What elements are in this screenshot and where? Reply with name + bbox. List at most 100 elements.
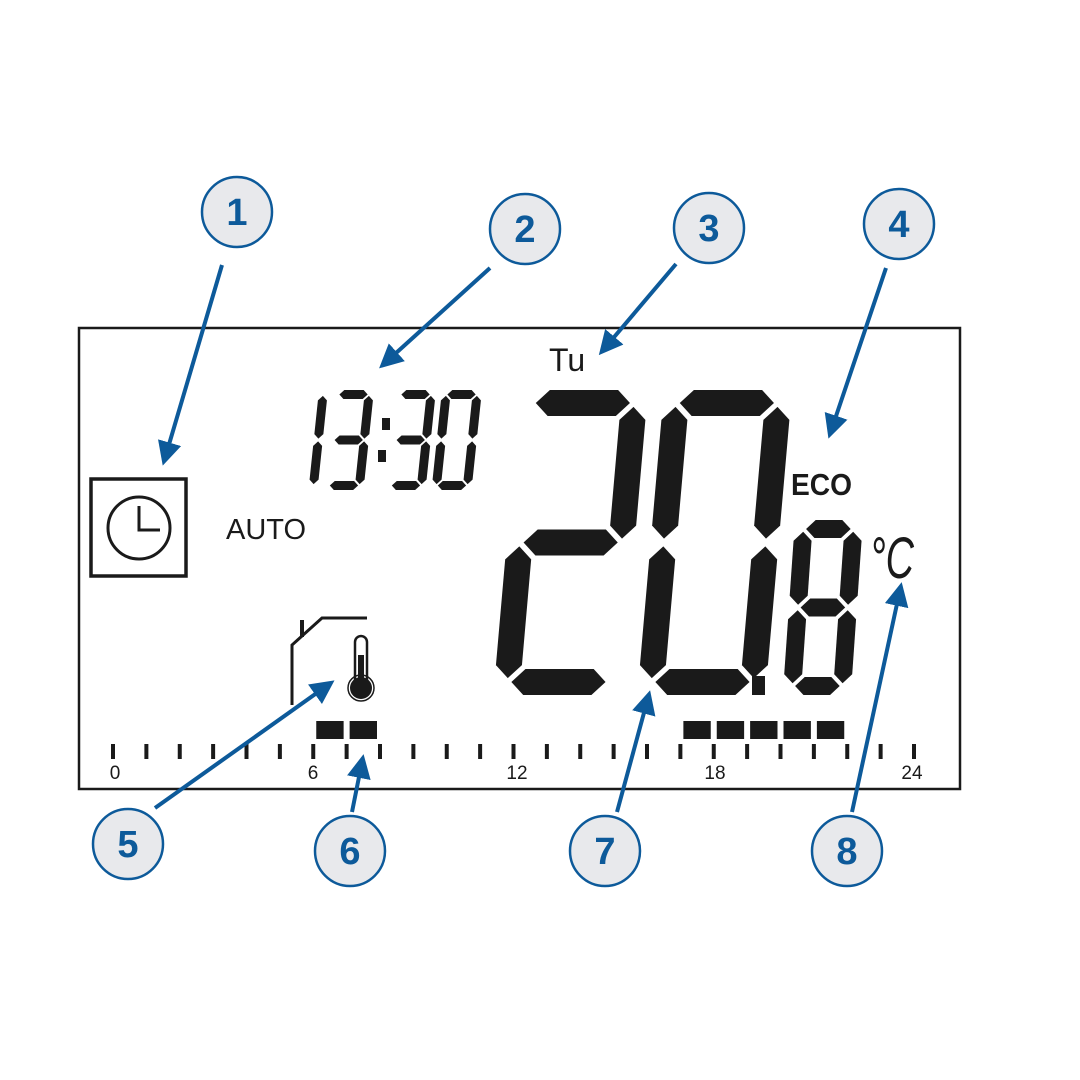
hour-tick: [378, 744, 382, 759]
callout-circle: [862, 187, 936, 261]
program-block: [683, 721, 711, 739]
segment-g: [523, 529, 618, 556]
arrow-7: [615, 690, 656, 813]
colon-dot: [382, 418, 390, 430]
callout-5: 5: [91, 807, 165, 881]
callout-number: 8: [836, 831, 857, 873]
segment-e: [639, 546, 676, 679]
callout-4: 4: [862, 187, 936, 261]
arrow-8: [850, 582, 909, 813]
hour-tick: [845, 744, 850, 759]
program-block: [816, 721, 845, 739]
segment-b: [314, 395, 327, 439]
hour-tick: [144, 744, 149, 759]
digit-1: [309, 395, 327, 485]
segment-c: [741, 546, 778, 679]
callout-number: 7: [594, 831, 615, 873]
clock-icon: [89, 477, 188, 578]
hour-tick: [778, 744, 783, 759]
callout-number: 5: [117, 824, 138, 866]
house-thermometer-icon: [290, 616, 375, 705]
callout-6: 6: [313, 814, 387, 888]
digit-2: [495, 390, 646, 695]
segment-b: [839, 531, 862, 605]
segment-f: [652, 406, 688, 539]
segment-f: [789, 531, 812, 605]
eco-label: ECO: [791, 467, 852, 502]
hour-label-0: 0: [110, 763, 121, 784]
callout-circle: [200, 175, 274, 249]
hour-label-24: 24: [901, 763, 923, 784]
segment-a: [806, 520, 851, 538]
digit-8: [784, 520, 862, 695]
callout-circle: [672, 191, 746, 265]
day-label: Tu: [549, 342, 585, 378]
hour-label-18: 18: [704, 763, 725, 784]
callout-number: 6: [339, 831, 360, 873]
mode-label: AUTO: [226, 514, 306, 546]
hour-tick: [511, 744, 516, 759]
colon-dot: [378, 450, 386, 462]
program-block: [349, 721, 377, 739]
hour-tick: [578, 744, 583, 759]
segment-a: [401, 390, 430, 399]
callout-3: 3: [672, 191, 746, 265]
segment-d: [437, 481, 467, 490]
hour-tick: [111, 744, 115, 759]
segment-d: [329, 481, 359, 490]
segment-f: [437, 395, 450, 439]
temperature-display: [495, 390, 862, 695]
segment-b: [422, 395, 435, 439]
program-timeline: [111, 721, 916, 759]
arrow-2: [379, 266, 492, 369]
segment-d: [511, 669, 606, 695]
callout-2: 2: [488, 192, 562, 266]
segment-d: [655, 669, 750, 695]
arrow-5: [153, 680, 335, 810]
hour-tick: [478, 744, 483, 759]
callout-7: 7: [568, 814, 642, 888]
hour-tick: [811, 744, 816, 759]
callout-number: 4: [888, 204, 909, 246]
hour-tick: [878, 744, 883, 759]
callout-circle: [313, 814, 387, 888]
callout-circle: [810, 814, 884, 888]
hour-tick: [244, 744, 249, 759]
segment-b: [610, 406, 646, 539]
digit-3: [391, 390, 435, 490]
hour-tick: [645, 744, 649, 759]
segment-g: [334, 435, 363, 445]
hour-tick: [678, 744, 683, 759]
arrow-6: [347, 754, 371, 813]
hour-tick: [177, 744, 182, 759]
segment-c: [355, 441, 369, 485]
hour-label-6: 6: [308, 763, 319, 784]
time-display: [309, 390, 481, 490]
segment-b: [360, 395, 373, 439]
hour-tick: [277, 744, 282, 759]
callout-number: 3: [698, 208, 719, 250]
hour-tick: [611, 744, 616, 759]
digit-0: [432, 390, 481, 490]
segment-c: [309, 441, 323, 485]
digit-0: [639, 390, 790, 695]
hour-tick: [211, 744, 216, 759]
hour-label-12: 12: [506, 763, 527, 784]
segment-g: [396, 435, 425, 445]
hour-tick: [411, 744, 416, 759]
callout-arrows: [153, 262, 909, 813]
digit-3: [329, 390, 373, 490]
segment-e: [495, 546, 532, 679]
program-block: [783, 721, 811, 739]
segment-b: [468, 395, 481, 439]
segment-c: [417, 441, 431, 485]
hour-tick: [912, 744, 916, 759]
segment-e: [784, 610, 807, 684]
program-block: [716, 721, 745, 739]
segment-d: [795, 677, 840, 695]
segment-a: [447, 390, 476, 399]
callout-number: 1: [226, 192, 247, 234]
program-block: [316, 721, 344, 739]
